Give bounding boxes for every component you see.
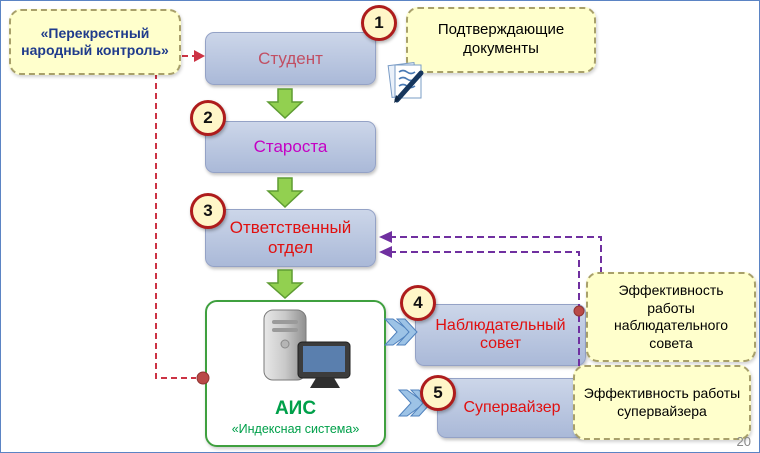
callout-supporting-documents: Подтверждающие документы [406, 7, 596, 73]
node-supervisor: Супервайзер [437, 378, 587, 438]
step-badge-5: 5 [420, 375, 456, 411]
step-badge-1: 1 [361, 5, 397, 41]
node-starosta: Староста [205, 121, 376, 173]
node-supervisory-board: Наблюдательный совет [415, 304, 586, 366]
documents-pen-icon [384, 57, 432, 110]
step-badge-3-number: 3 [203, 201, 213, 220]
step-badge-3: 3 [190, 193, 226, 229]
step-badge-5-number: 5 [433, 383, 443, 402]
callout-supporting-documents-text: Подтверждающие документы [437, 21, 565, 57]
step-badge-2: 2 [190, 100, 226, 136]
step-badge-2-number: 2 [203, 108, 213, 127]
callout-supervisor-effectiveness-text: Эффективность работы супервайзера [583, 385, 741, 419]
node-student-label: Студент [258, 48, 323, 68]
slide-page-number: 20 [736, 434, 751, 449]
node-starosta-label: Староста [253, 137, 328, 157]
callout-board-effectiveness: Эффективность работы наблюдательного сов… [586, 272, 756, 362]
step-badge-4: 4 [400, 285, 436, 321]
step-badge-4-number: 4 [413, 293, 423, 312]
computer-server-icon [226, 308, 366, 399]
callout-board-effectiveness-text: Эффективность работы наблюдательного сов… [613, 282, 729, 351]
callout-public-control-text: «Перекрестный народный контроль» [21, 24, 169, 59]
callout-supervisor-effectiveness: Эффективность работы супервайзера [573, 365, 751, 440]
callout-public-control: «Перекрестный народный контроль» [9, 9, 181, 75]
node-ais-sublabel: «Индексная система» [231, 421, 360, 436]
node-responsible-department: Ответственный отдел [205, 209, 376, 267]
node-responsible-department-label: Ответственный отдел [229, 218, 352, 257]
node-student: Студент [205, 32, 376, 85]
node-supervisory-board-label: Наблюдательный совет [435, 316, 566, 352]
node-supervisor-label: Супервайзер [463, 398, 561, 416]
step-badge-1-number: 1 [374, 13, 384, 32]
node-ais-system: АИС «Индексная система» [205, 300, 386, 447]
node-ais-label: АИС [274, 398, 317, 419]
